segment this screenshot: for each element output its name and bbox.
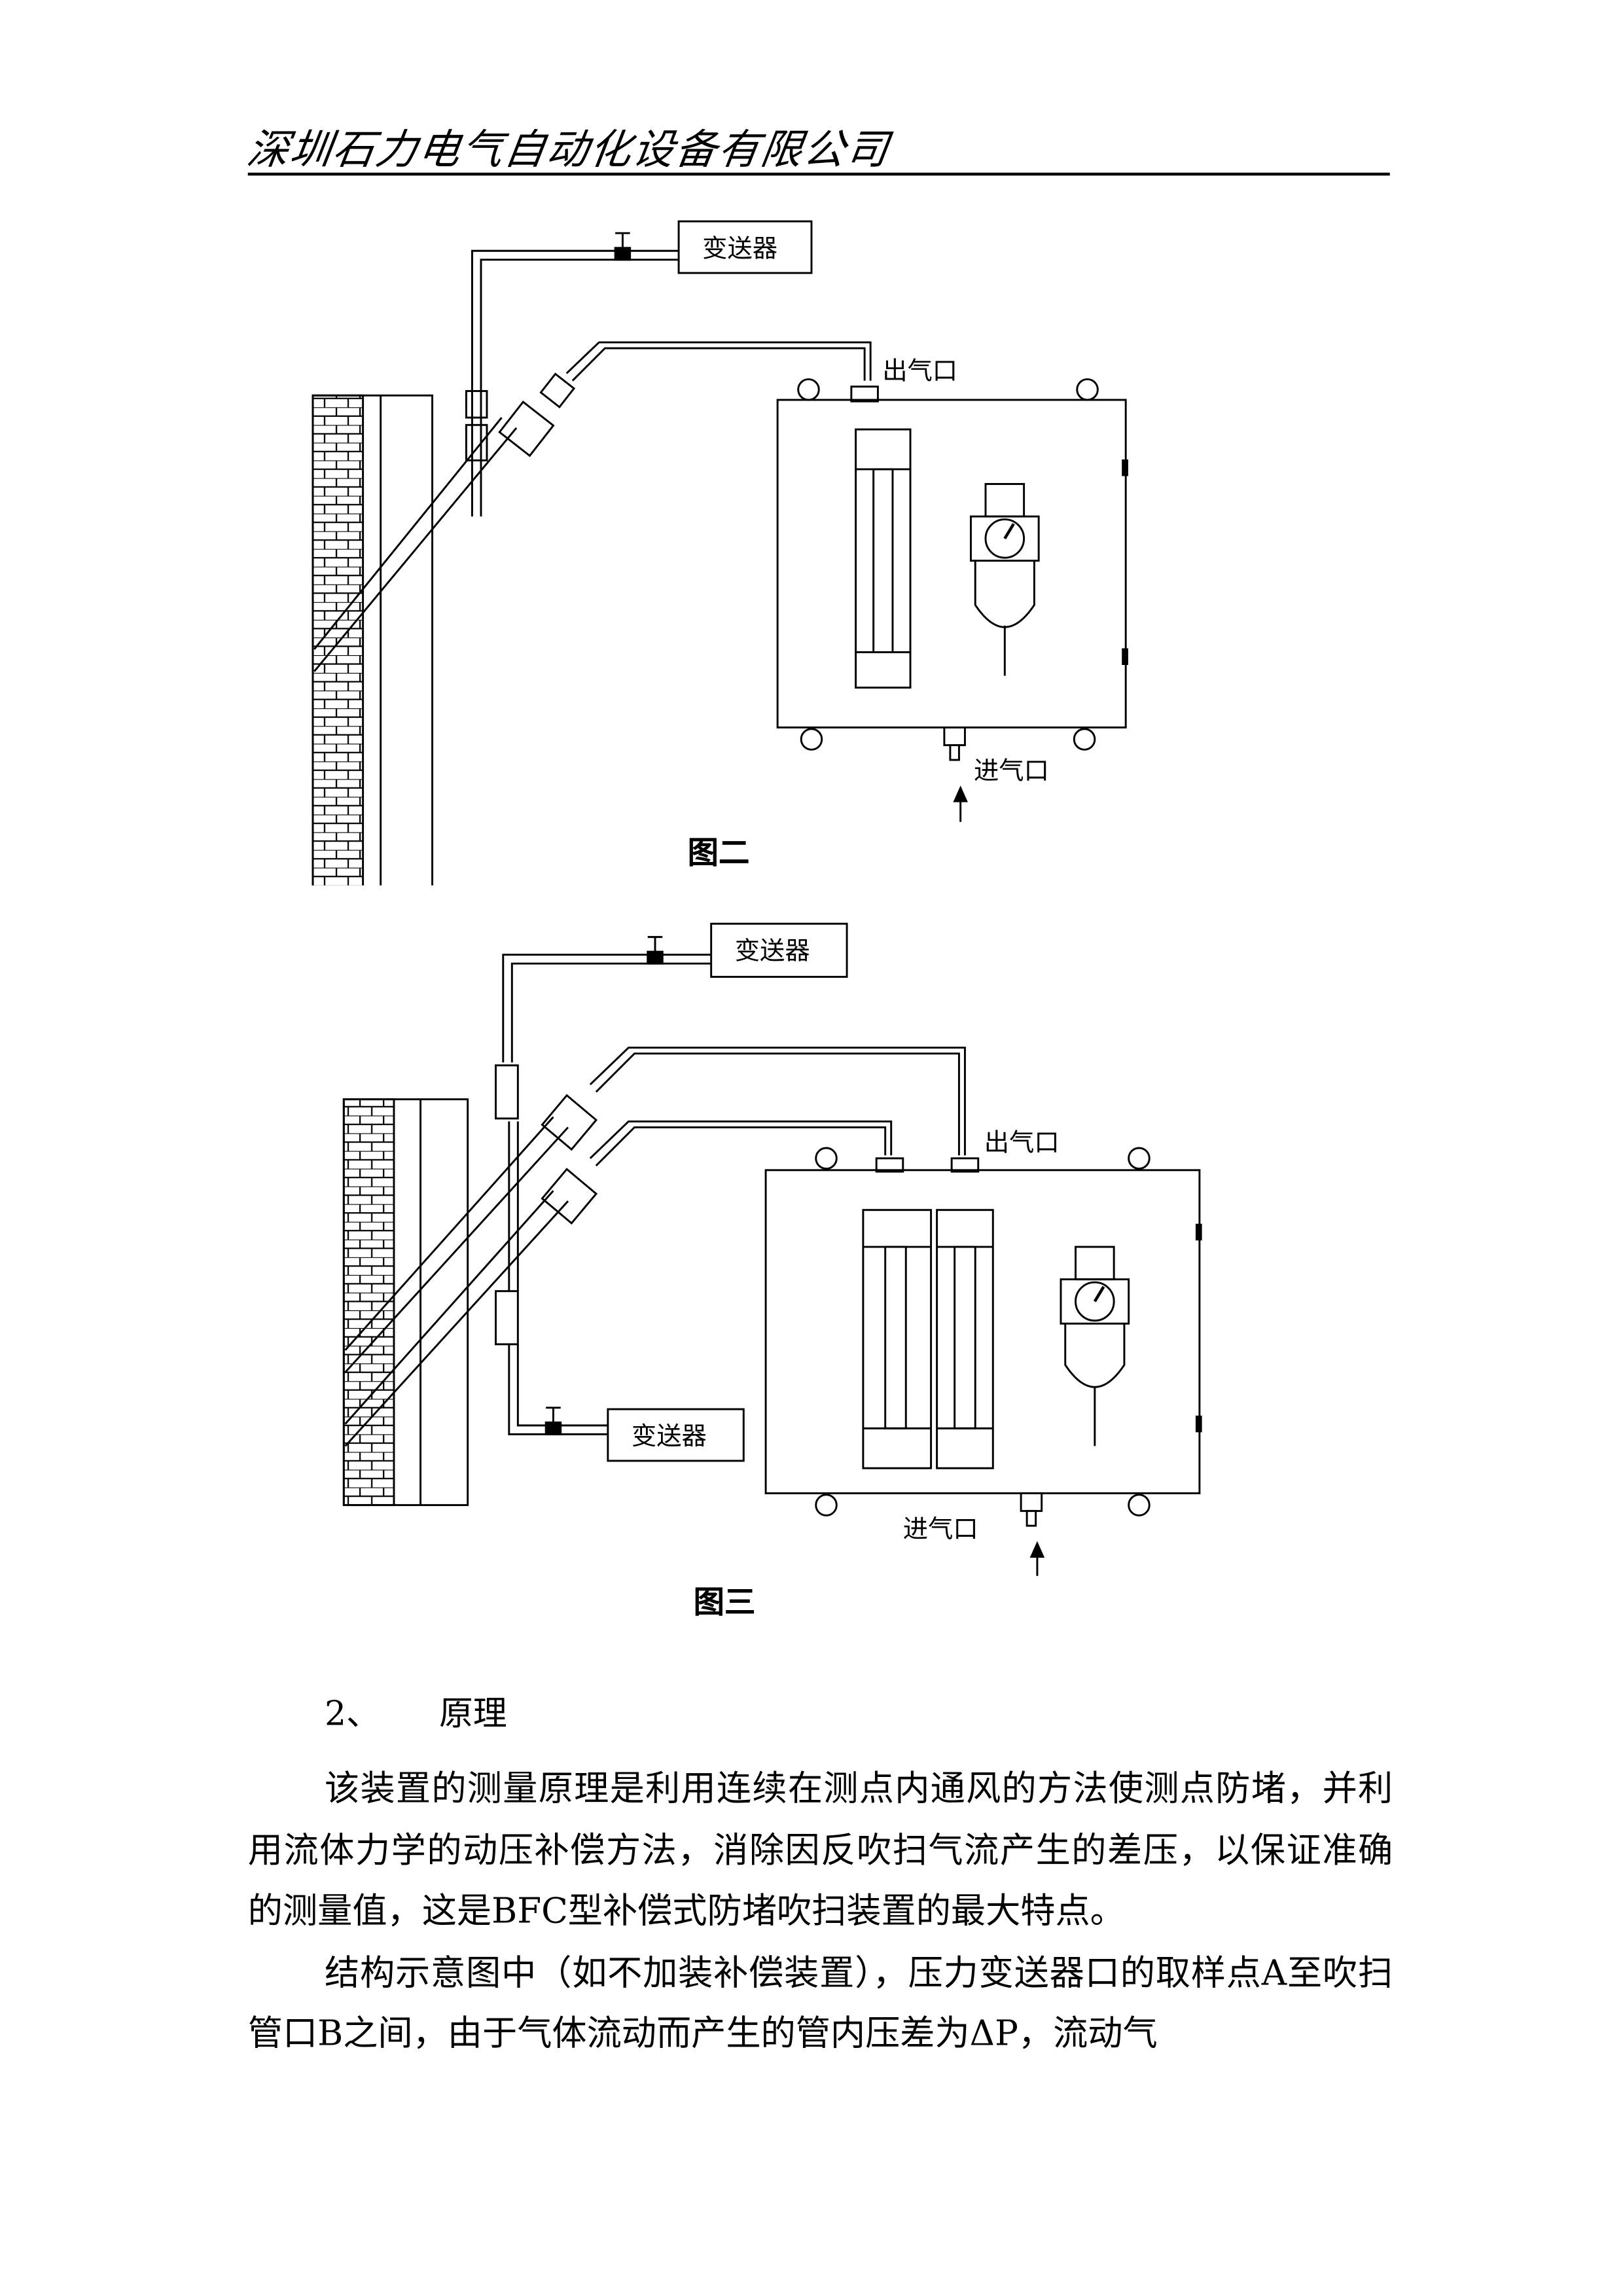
transmitter-box: [677, 220, 813, 274]
inlet-arrow-icon: [953, 785, 968, 822]
paragraph: 结构示意图中（如不加装补偿装置），压力变送器口的取样点A至吹扫管口B之间，由于气…: [247, 1951, 1393, 2054]
header-rule: [247, 172, 1390, 176]
transmitter-top-label: 变送器: [735, 936, 810, 965]
outlet-label: 出气口: [882, 356, 957, 386]
flowmeter-2: [936, 1209, 994, 1469]
inlet-arrow-icon: [1029, 1541, 1045, 1576]
body-text: 该装置的测量原理是利用连续在测点内通风的方法使测点防堵，并利用流体力学的动压补偿…: [248, 1759, 1393, 2065]
transmitter-box-top: [710, 922, 848, 978]
section-heading: 2、 原理: [325, 1685, 566, 1736]
fittings: [313, 341, 879, 672]
section-title: 原理: [439, 1695, 507, 1734]
filter-regulator: [1060, 1246, 1130, 1446]
flowmeter-1: [862, 1209, 933, 1469]
control-box: [764, 1147, 1202, 1527]
paragraph: 该装置的测量原理是利用连续在测点内通风的方法使测点防堵，并利用流体力学的动压补偿…: [247, 1767, 1393, 1932]
section-number: 2、: [324, 1695, 380, 1734]
filter-regulator: [969, 483, 1040, 676]
flowmeter: [855, 428, 912, 689]
figure-3-diagram: 变送器 变送器 出气口: [342, 922, 1202, 1576]
figure-2-caption: 图二: [687, 835, 750, 871]
transmitter-label: 变送器: [702, 234, 777, 263]
transmitter-box-bottom: [607, 1408, 745, 1462]
outlet-label: 出气口: [984, 1128, 1060, 1158]
inlet-label: 进气口: [903, 1515, 978, 1544]
control-box: [776, 378, 1128, 761]
wall: [342, 1098, 469, 1507]
figure-2-diagram: 变送器 出气口 进气口: [312, 220, 1128, 886]
inlet-label: 进气口: [974, 756, 1049, 785]
figure-3-caption: 图三: [693, 1585, 756, 1621]
wall: [312, 394, 434, 886]
transmitter-bottom-label: 变送器: [632, 1422, 707, 1451]
transmitter-pipe: [471, 232, 679, 517]
